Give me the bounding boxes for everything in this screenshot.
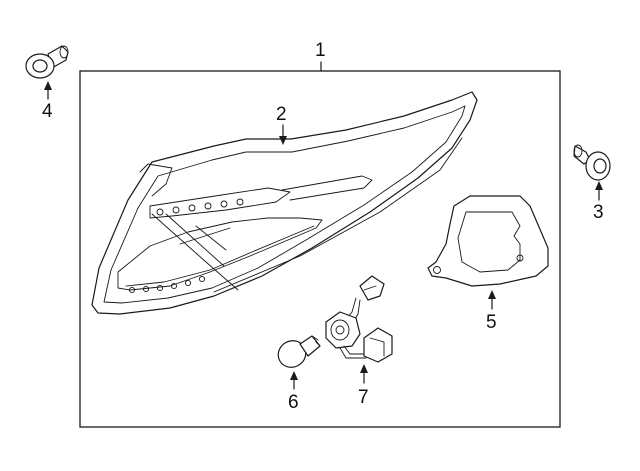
led-row-lower xyxy=(128,275,206,294)
tail-lamp-assembly[interactable] xyxy=(91,91,478,315)
callout-6-label: 6 xyxy=(288,392,299,413)
callout-3-label: 3 xyxy=(593,202,604,223)
bulb[interactable] xyxy=(273,335,321,373)
callout-2-label: 2 xyxy=(276,104,287,125)
callout-5[interactable]: 5 xyxy=(486,290,497,333)
bolt-left[interactable] xyxy=(25,45,69,79)
gasket[interactable] xyxy=(427,195,549,287)
callout-7-label: 7 xyxy=(358,387,369,408)
led-row-upper xyxy=(156,198,244,216)
socket-harness[interactable] xyxy=(325,275,393,363)
callout-1-label: 1 xyxy=(315,40,326,61)
callout-4[interactable]: 4 xyxy=(42,81,53,122)
callout-4-label: 4 xyxy=(42,101,53,122)
callout-1[interactable]: 1 xyxy=(315,40,326,72)
callout-7[interactable]: 7 xyxy=(358,364,369,408)
bolt-right[interactable] xyxy=(573,144,611,181)
assembly-frame xyxy=(79,70,561,428)
callout-3[interactable]: 3 xyxy=(593,181,604,223)
callout-6[interactable]: 6 xyxy=(288,371,299,413)
callout-2[interactable]: 2 xyxy=(276,104,287,145)
callout-5-label: 5 xyxy=(486,312,497,333)
